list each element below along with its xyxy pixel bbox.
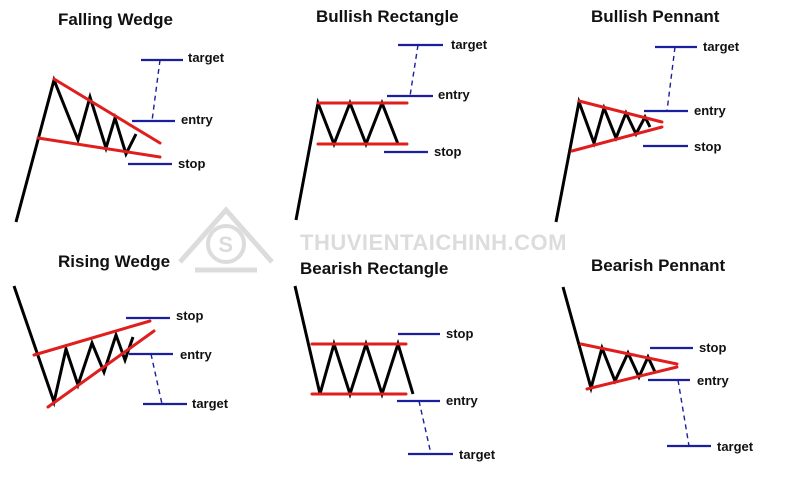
stop-label: stop xyxy=(694,139,722,154)
lower-trendline xyxy=(36,136,162,159)
projection-dash xyxy=(666,46,676,112)
price-line xyxy=(561,286,657,394)
projection-dash xyxy=(418,400,432,455)
price-line xyxy=(12,285,135,408)
projection-dash xyxy=(151,59,161,122)
target-label: target xyxy=(459,447,496,462)
target-label: target xyxy=(717,439,754,454)
target-label: target xyxy=(188,50,225,65)
watermark-text: THUVIENTAICHINH.COM xyxy=(300,230,567,255)
pattern-bearish-rectangle: Bearish Rectangle stop entry target xyxy=(293,259,496,462)
stop-label: stop xyxy=(446,326,474,341)
projection-dash xyxy=(677,379,690,447)
pattern-bullish-pennant: Bullish Pennant target entry stop xyxy=(554,7,740,223)
entry-label: entry xyxy=(181,112,214,127)
projection-dash xyxy=(409,44,419,97)
watermark: S THUVIENTAICHINH.COM xyxy=(178,206,567,273)
stop-label: stop xyxy=(434,144,462,159)
pattern-rising-wedge: Rising Wedge stop entry target xyxy=(12,252,229,411)
entry-label: entry xyxy=(438,87,471,102)
lower-trendline xyxy=(570,125,664,153)
price-line xyxy=(293,285,415,399)
watermark-logo: S xyxy=(178,206,274,273)
upper-trendline xyxy=(52,77,162,145)
projection-dash xyxy=(150,353,163,405)
pattern-title: Bullish Rectangle xyxy=(316,7,459,26)
pattern-falling-wedge: Falling Wedge target entry stop xyxy=(14,10,225,223)
pattern-title: Bearish Pennant xyxy=(591,256,725,275)
target-label: target xyxy=(192,396,229,411)
upper-trendline xyxy=(579,342,679,366)
pattern-title: Falling Wedge xyxy=(58,10,173,29)
pattern-title: Bearish Rectangle xyxy=(300,259,448,278)
price-line xyxy=(294,97,400,221)
upper-trendline xyxy=(577,99,664,124)
watermark-logo-text: S xyxy=(218,232,233,257)
price-line xyxy=(14,75,138,223)
stop-label: stop xyxy=(699,340,727,355)
target-label: target xyxy=(451,37,488,52)
pattern-bullish-rectangle: Bullish Rectangle target entry stop xyxy=(294,7,488,221)
lower-trendline xyxy=(46,329,156,409)
lower-trendline xyxy=(585,365,679,391)
pattern-title: Bullish Pennant xyxy=(591,7,720,26)
entry-label: entry xyxy=(180,347,213,362)
pattern-title: Rising Wedge xyxy=(58,252,170,271)
price-line xyxy=(554,96,652,223)
entry-label: entry xyxy=(694,103,727,118)
entry-label: entry xyxy=(697,373,730,388)
stop-label: stop xyxy=(178,156,206,171)
entry-label: entry xyxy=(446,393,479,408)
pattern-bearish-pennant: Bearish Pennant stop entry target xyxy=(561,256,754,454)
stop-label: stop xyxy=(176,308,204,323)
upper-trendline xyxy=(32,319,152,357)
target-label: target xyxy=(703,39,740,54)
